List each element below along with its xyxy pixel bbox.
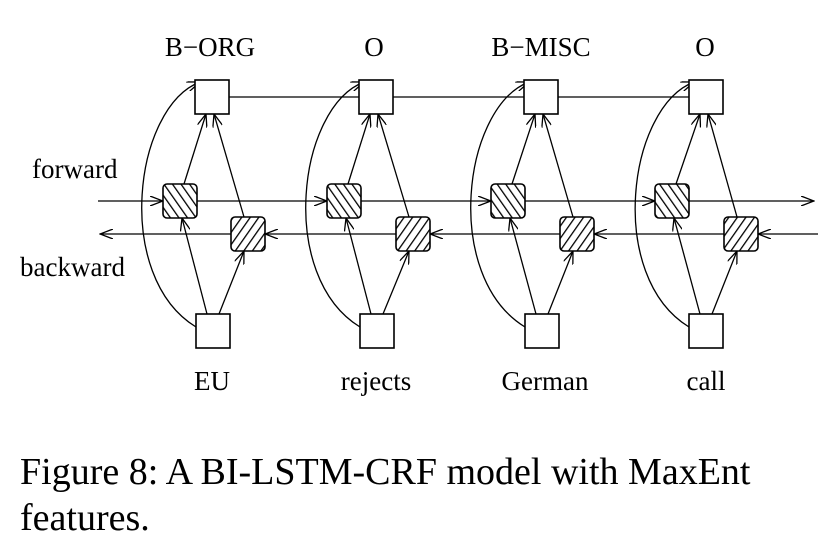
input-to-forward-arrow xyxy=(182,218,208,315)
maxent-feature-arrow xyxy=(470,82,529,328)
tag-label: B−MISC xyxy=(491,32,590,62)
word-labels: EU rejects German call xyxy=(194,366,725,396)
word-node xyxy=(359,313,395,349)
input-to-backward-arrow xyxy=(711,251,737,315)
word-label: German xyxy=(502,366,589,396)
forward-lstm-cell xyxy=(490,183,526,219)
word-label: call xyxy=(687,366,726,396)
figure-caption-line2: features. xyxy=(20,497,150,539)
forward-lstm-cell xyxy=(162,183,198,219)
figure-caption-line1: Figure 8: A BI-LSTM-CRF model with MaxEn… xyxy=(20,451,751,493)
forward-lstm-cell xyxy=(654,183,690,219)
tag-label: B−ORG xyxy=(165,32,255,62)
input-to-backward-arrow xyxy=(382,251,409,315)
forward-label: forward xyxy=(32,154,118,184)
maxent-feature-arrow xyxy=(141,82,200,328)
tag-node xyxy=(688,79,724,115)
tag-label: O xyxy=(695,32,715,62)
tag-node xyxy=(358,79,394,115)
nodes-group xyxy=(162,79,759,349)
forward-lstm-cell xyxy=(326,183,362,219)
forward-to-tag-arrow xyxy=(347,114,370,185)
forward-to-tag-arrow xyxy=(511,114,535,185)
word-node xyxy=(195,313,231,349)
maxent-feature-arrow xyxy=(634,82,694,328)
backward-to-tag-arrow xyxy=(378,114,410,218)
maxent-feature-arrow xyxy=(305,82,364,328)
word-label: rejects xyxy=(341,366,411,396)
backward-to-tag-arrow xyxy=(708,114,738,218)
input-to-backward-arrow xyxy=(547,251,573,315)
forward-to-tag-arrow xyxy=(675,114,700,185)
word-label: EU xyxy=(194,366,230,396)
backward-lstm-cell xyxy=(230,216,266,252)
forward-to-tag-arrow xyxy=(183,114,206,185)
backward-to-tag-arrow xyxy=(543,114,574,218)
backward-label: backward xyxy=(20,252,125,282)
input-to-forward-arrow xyxy=(510,218,537,315)
tag-node xyxy=(523,79,559,115)
tag-node xyxy=(194,79,230,115)
backward-lstm-cell xyxy=(723,216,759,252)
backward-lstm-cell xyxy=(395,216,431,252)
tag-label: O xyxy=(364,32,384,62)
edges-group xyxy=(98,82,818,328)
word-node xyxy=(524,313,560,349)
input-to-forward-arrow xyxy=(346,218,372,315)
word-node xyxy=(688,313,724,349)
backward-to-tag-arrow xyxy=(214,114,245,218)
tag-labels: B−ORG O B−MISC O xyxy=(165,32,715,62)
input-to-forward-arrow xyxy=(674,218,701,315)
backward-lstm-cell xyxy=(559,216,595,252)
input-to-backward-arrow xyxy=(218,251,244,315)
